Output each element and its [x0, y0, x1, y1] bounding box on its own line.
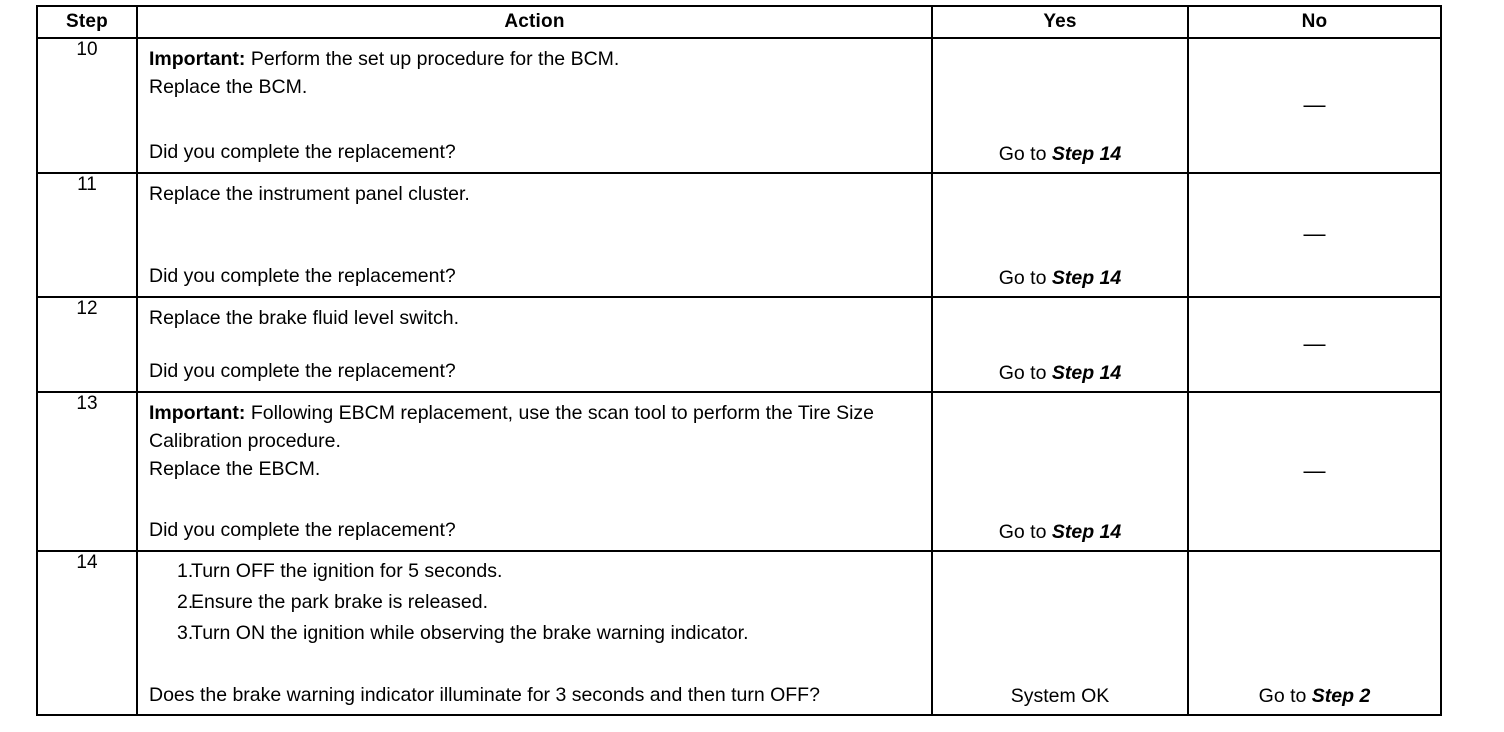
goto-prefix: Go to — [998, 521, 1052, 543]
vertical-spacer — [149, 649, 921, 683]
diagnostic-table: Step Action Yes No 10 Important: Perform… — [36, 5, 1442, 716]
action-body: Replace the BCM. — [149, 76, 308, 98]
important-label: Important: — [149, 402, 246, 424]
yes-result: Go to Step 14 — [933, 362, 1187, 385]
goto-prefix: Go to — [998, 143, 1052, 165]
column-header-no: No — [1187, 5, 1442, 39]
action-question: Does the brake warning indicator illumin… — [149, 684, 820, 706]
goto-prefix: Go to — [998, 267, 1052, 289]
list-item: 3. Turn ON the ignition while observing … — [149, 618, 921, 649]
no-cell: — — [1187, 37, 1442, 174]
list-item: 2. Ensure the park brake is released. — [149, 587, 921, 618]
goto-target: Step 14 — [1051, 521, 1122, 543]
no-result: Go to Step 2 — [1189, 685, 1440, 708]
list-item-text: Turn OFF the ignition for 5 seconds. — [191, 560, 503, 582]
action-cell: Important: Following EBCM replacement, u… — [136, 391, 933, 552]
goto-prefix: Go to — [1258, 685, 1312, 707]
step-number: 11 — [36, 172, 138, 298]
list-item-text: Ensure the park brake is released. — [191, 591, 488, 613]
yes-result: Go to Step 14 — [933, 267, 1187, 290]
no-cell: Go to Step 2 — [1187, 550, 1442, 716]
action-question: Did you complete the replacement? — [149, 360, 456, 382]
important-text: Following EBCM replacement, use the scan… — [149, 402, 875, 452]
yes-result: Go to Step 14 — [933, 143, 1187, 166]
no-result: — — [1189, 457, 1440, 484]
vertical-spacer — [149, 332, 921, 357]
action-question: Did you complete the replacement? — [149, 519, 456, 541]
table-row: 11 Replace the instrument panel cluster.… — [36, 172, 1442, 298]
goto-target: Step 14 — [1051, 267, 1122, 289]
column-header-action: Action — [136, 5, 933, 39]
numbered-step-list: 1. Turn OFF the ignition for 5 seconds. … — [149, 556, 921, 649]
yes-cell: Go to Step 14 — [931, 37, 1189, 174]
action-body: Replace the instrument panel cluster. — [149, 183, 470, 205]
no-cell: — — [1187, 296, 1442, 393]
goto-target: Step 14 — [1051, 143, 1122, 165]
no-cell: — — [1187, 172, 1442, 298]
action-cell: 1. Turn OFF the ignition for 5 seconds. … — [136, 550, 933, 716]
action-body: Replace the EBCM. — [149, 458, 321, 480]
list-item-number: 1. — [177, 560, 194, 582]
column-header-step: Step — [36, 5, 138, 39]
action-body: Replace the brake fluid level switch. — [149, 307, 459, 329]
step-number: 14 — [36, 550, 138, 716]
vertical-spacer — [149, 101, 921, 138]
vertical-spacer — [149, 483, 921, 516]
important-note: Important: Following EBCM replacement, u… — [149, 399, 921, 455]
table-row: 13 Important: Following EBCM replacement… — [36, 391, 1442, 552]
table-row: 14 1. Turn OFF the ignition for 5 second… — [36, 550, 1442, 716]
table-row: 12 Replace the brake fluid level switch.… — [36, 296, 1442, 393]
list-item: 1. Turn OFF the ignition for 5 seconds. — [149, 556, 921, 587]
em-dash: — — [1303, 221, 1326, 246]
action-question: Did you complete the replacement? — [149, 141, 456, 163]
yes-cell: System OK — [931, 550, 1189, 716]
action-cell: Important: Perform the set up procedure … — [136, 37, 933, 174]
table-row: 10 Important: Perform the set up procedu… — [36, 37, 1442, 174]
goto-target: Step 2 — [1311, 685, 1371, 707]
table-header-row: Step Action Yes No — [36, 5, 1442, 39]
no-result: — — [1189, 330, 1440, 357]
important-note: Important: Perform the set up procedure … — [149, 45, 921, 73]
em-dash: — — [1303, 457, 1326, 483]
action-cell: Replace the brake fluid level switch. Di… — [136, 296, 933, 393]
list-item-text: Turn ON the ignition while observing the… — [191, 622, 749, 644]
step-number: 12 — [36, 296, 138, 393]
important-text: Perform the set up procedure for the BCM… — [245, 48, 620, 70]
list-item-number: 3. — [177, 622, 194, 644]
yes-result: System OK — [1010, 685, 1110, 707]
yes-cell: Go to Step 14 — [931, 391, 1189, 552]
yes-cell: Go to Step 14 — [931, 296, 1189, 393]
list-item-number: 2. — [177, 591, 194, 613]
action-question: Did you complete the replacement? — [149, 265, 456, 287]
vertical-spacer — [149, 208, 921, 262]
goto-prefix: Go to — [998, 362, 1052, 384]
goto-target: Step 14 — [1051, 362, 1122, 384]
yes-cell: Go to Step 14 — [931, 172, 1189, 298]
column-header-yes: Yes — [931, 5, 1189, 39]
em-dash: — — [1303, 91, 1326, 117]
step-number: 13 — [36, 391, 138, 552]
no-result: — — [1189, 223, 1440, 247]
no-result: — — [1189, 91, 1440, 118]
action-cell: Replace the instrument panel cluster. Di… — [136, 172, 933, 298]
important-label: Important: — [149, 48, 246, 70]
em-dash: — — [1303, 330, 1326, 356]
step-number: 10 — [36, 37, 138, 174]
yes-result: Go to Step 14 — [933, 521, 1187, 544]
no-cell: — — [1187, 391, 1442, 552]
